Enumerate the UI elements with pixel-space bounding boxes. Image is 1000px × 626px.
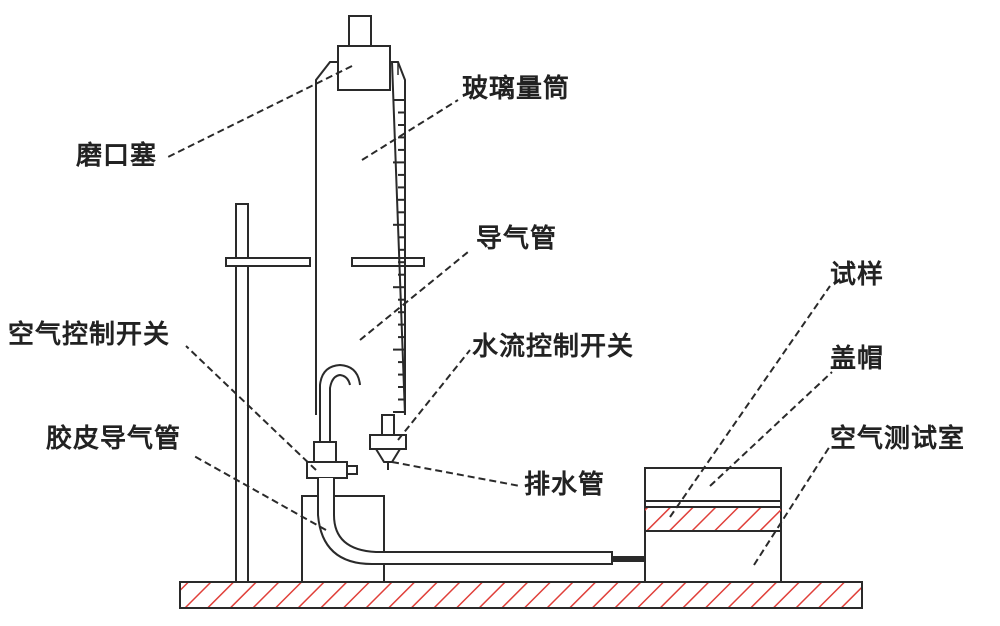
label-stopper: 磨口塞 <box>76 141 158 171</box>
air-control-valve <box>306 441 358 479</box>
label-rubber-tube: 胶皮导气管 <box>46 424 182 454</box>
leader-lid <box>709 371 833 487</box>
leader-sample <box>669 285 831 518</box>
ground-stopper <box>337 15 391 91</box>
label-air-switch: 空气控制开关 <box>8 320 171 350</box>
glass-cylinder <box>315 52 406 416</box>
label-air-chamber: 空气测试室 <box>830 424 966 454</box>
label-cylinder: 玻璃量筒 <box>462 74 571 104</box>
water-control-valve <box>369 414 407 470</box>
label-drain-tube: 排水管 <box>524 470 606 500</box>
cylinder-scale <box>393 99 405 413</box>
leader-lines <box>165 65 833 566</box>
label-water-switch: 水流控制开关 <box>472 332 635 362</box>
gas-guide-tube <box>319 363 361 442</box>
leader-stopper <box>165 65 353 159</box>
leader-air-switch <box>185 345 317 471</box>
rubber-hose <box>317 478 644 565</box>
leader-water-switch <box>397 349 471 441</box>
leader-rubber-tube <box>193 455 327 531</box>
label-gas-tube: 导气管 <box>476 224 558 254</box>
base-plate <box>179 581 863 609</box>
leader-gas-tube <box>359 251 469 341</box>
leader-cylinder <box>361 99 459 161</box>
label-lid: 盖帽 <box>830 344 885 374</box>
label-sample: 试样 <box>830 260 885 290</box>
leader-drain-tube <box>391 461 521 487</box>
air-test-chamber <box>644 467 782 583</box>
leader-air-chamber <box>753 445 831 566</box>
